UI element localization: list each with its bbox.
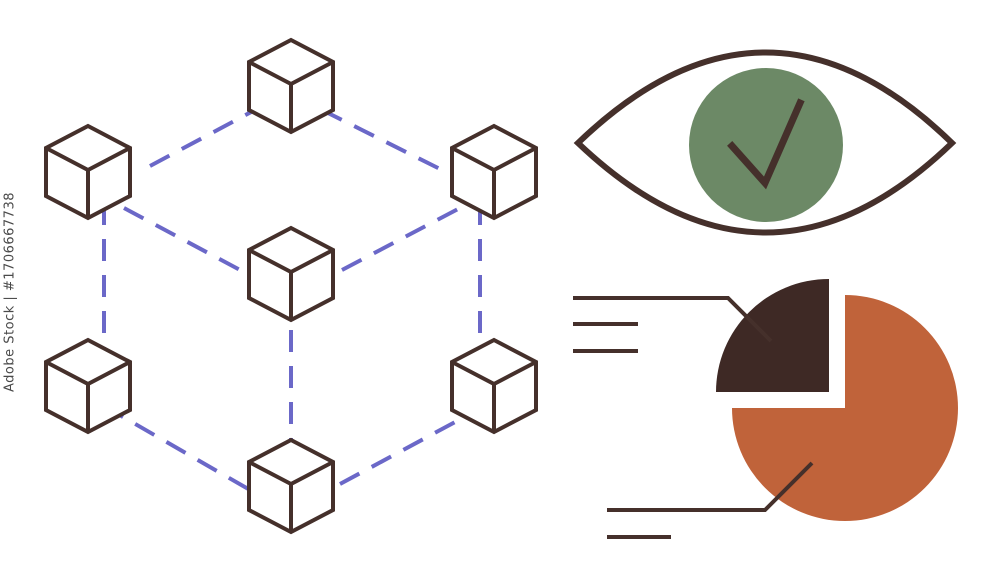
cube-bottom-icon <box>247 437 335 535</box>
cube-upper-left-icon <box>44 123 132 221</box>
cube-upper-right-icon <box>450 123 538 221</box>
pie-chart-icon <box>573 279 958 539</box>
stock-image-id: Adobe Stock | #1706667738 <box>2 192 18 392</box>
eye-iris <box>689 68 843 222</box>
leader-line-top <box>573 296 773 343</box>
check-mark-icon <box>727 98 805 190</box>
dashed-link-9 <box>339 412 471 486</box>
eye-check-icon <box>573 49 957 236</box>
pie-large-slice <box>732 295 958 521</box>
dashed-link-1 <box>149 101 269 168</box>
dashed-link-2 <box>321 108 447 174</box>
network-links <box>102 101 482 492</box>
cube-lower-left-icon <box>44 337 132 435</box>
cube-top-icon <box>247 37 335 135</box>
dashed-link-5 <box>123 206 241 272</box>
cube-center-icon <box>247 225 335 323</box>
pie-leader-lines <box>573 296 814 539</box>
cube-lower-right-icon <box>450 337 538 435</box>
dashed-link-8 <box>103 404 251 492</box>
pie-small-slice <box>716 279 829 392</box>
dashed-link-6 <box>341 206 461 272</box>
cube-nodes <box>44 37 538 535</box>
leader-line-bottom <box>607 461 814 512</box>
